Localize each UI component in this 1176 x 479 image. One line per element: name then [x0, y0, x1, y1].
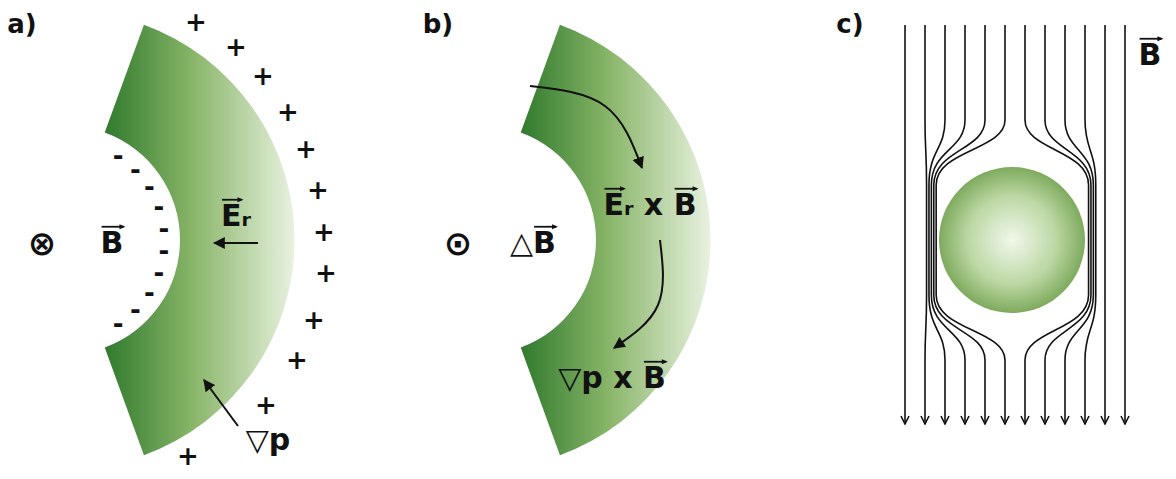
vector-arrow	[102, 226, 124, 228]
text-anchor: +	[255, 389, 277, 422]
text-anchor: c)	[836, 8, 863, 41]
magnetic-field-line	[1025, 25, 1089, 424]
text-anchor: +	[313, 216, 335, 249]
field-symbol: B	[1139, 37, 1162, 72]
magnetic-field-line	[925, 25, 927, 424]
negative-charge: -	[130, 295, 141, 325]
vector-arrowhead	[620, 186, 626, 191]
text-anchor: B	[101, 224, 124, 262]
magnetic-field-line	[904, 25, 906, 424]
positive-charge: +	[303, 305, 325, 335]
positive-charge: +	[295, 134, 317, 164]
vector-arrow	[644, 361, 666, 363]
text-anchor: +	[286, 344, 308, 377]
drift-arrow	[530, 86, 642, 168]
text-anchor: +	[185, 6, 207, 39]
negative-charge: -	[154, 258, 165, 288]
magnetic-field-line	[1045, 25, 1091, 424]
vector-arrow	[534, 226, 556, 228]
vector-expression: Eᵣ x B	[603, 187, 696, 222]
text-anchor: a)	[7, 8, 36, 41]
text-anchor: +	[307, 174, 329, 207]
magnetic-field-line	[1065, 25, 1093, 424]
text-anchor: △B	[510, 224, 556, 262]
out-of-page-symbol: ⊙	[444, 223, 473, 263]
vector-arrowhead	[693, 186, 699, 191]
text-anchor: Eᵣ x B	[603, 186, 696, 224]
vector-arrowhead	[238, 197, 244, 202]
text-anchor: ▽p x B	[558, 359, 666, 397]
panel-label: b)	[423, 9, 454, 39]
positive-charge: +	[185, 7, 207, 37]
vector-arrow	[1140, 38, 1162, 40]
into-page-symbol: ⊗	[28, 223, 57, 263]
positive-charge: +	[252, 61, 274, 91]
electric-field-arrow	[214, 242, 258, 244]
vector-arrowhead	[119, 224, 125, 229]
vector-arrow	[604, 188, 624, 190]
text-anchor: -	[144, 171, 155, 204]
negative-charge: -	[144, 172, 155, 202]
positive-charge: +	[225, 32, 247, 62]
negative-charge: -	[113, 309, 124, 339]
magnetic-field-line	[936, 25, 1005, 424]
text-anchor: +	[225, 31, 247, 64]
vector-expression: ▽p x B	[558, 360, 666, 395]
text-anchor: +	[177, 440, 199, 473]
positive-charge: +	[313, 217, 335, 247]
plasma-sphere	[939, 167, 1085, 313]
text-anchor: ⊙	[444, 222, 473, 265]
magnetic-field-line	[1124, 25, 1126, 424]
field-symbol: B	[101, 225, 124, 260]
vector-expression: Eᵣ	[221, 198, 251, 233]
panel-label: c)	[836, 9, 863, 39]
vector-arrow	[222, 199, 242, 201]
text-anchor: ▽p	[246, 421, 291, 459]
text-anchor: -	[144, 277, 155, 310]
vector-arrowhead	[1157, 36, 1163, 41]
positive-charge: +	[277, 97, 299, 127]
text-anchor: b)	[423, 8, 454, 41]
magnetic-field-line	[934, 25, 985, 424]
field-change-symbol: △B	[510, 225, 556, 260]
magnetic-field-line	[1104, 25, 1106, 424]
text-anchor: +	[315, 257, 337, 290]
text-anchor: -	[130, 294, 141, 327]
text-anchor: B	[1139, 36, 1162, 74]
positive-charge: +	[307, 175, 329, 205]
text-anchor: -	[113, 308, 124, 341]
text-anchor: ⊗	[28, 222, 57, 265]
text-anchor: +	[303, 304, 325, 337]
text-anchor: -	[130, 154, 141, 187]
positive-charge: +	[286, 345, 308, 375]
band-fill	[105, 25, 295, 455]
panel-label: a)	[7, 9, 36, 39]
positive-charge: +	[315, 258, 337, 288]
positive-charge: +	[177, 441, 199, 471]
text-anchor: -	[154, 257, 165, 290]
positive-charge: +	[255, 390, 277, 420]
text-anchor: +	[277, 96, 299, 129]
negative-charge: -	[113, 141, 124, 171]
magnetic-field-line	[1085, 25, 1096, 424]
vector-arrowhead	[662, 359, 668, 364]
gradient-arrow	[204, 380, 238, 426]
drift-arrow	[614, 240, 663, 348]
pressure-gradient: ▽p	[246, 422, 291, 457]
negative-charge: -	[130, 155, 141, 185]
text-anchor: +	[295, 133, 317, 166]
text-anchor: Eᵣ	[221, 197, 251, 235]
text-anchor: +	[252, 60, 274, 93]
negative-charge: -	[144, 278, 155, 308]
vector-arrow	[675, 188, 697, 190]
vector-arrowhead	[552, 224, 558, 229]
text-anchor: -	[113, 140, 124, 173]
